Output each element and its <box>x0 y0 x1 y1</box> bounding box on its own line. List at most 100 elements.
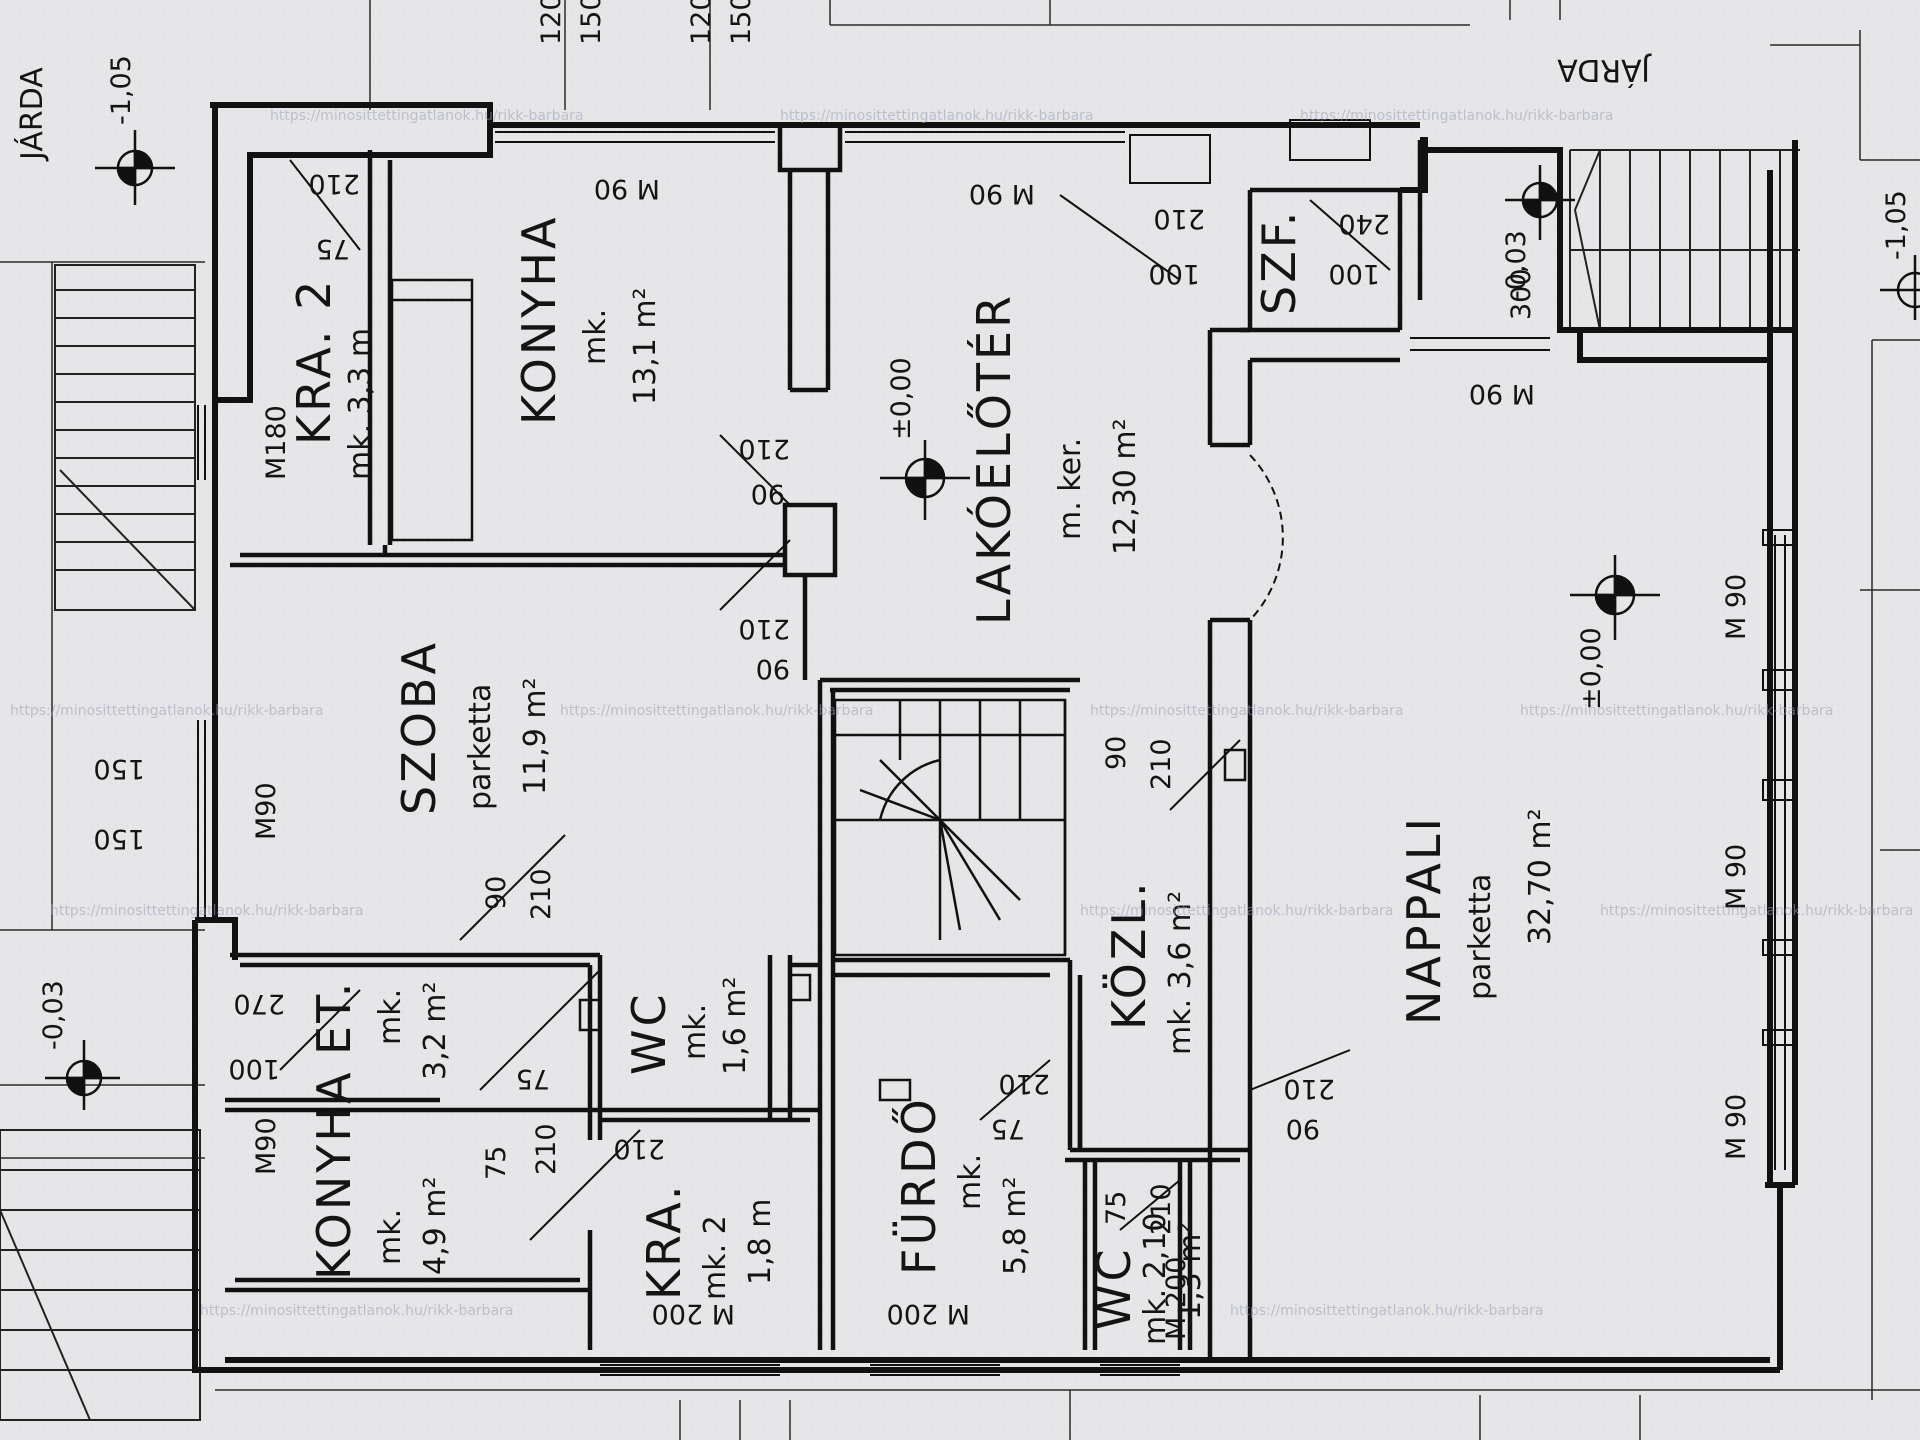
room-wc2-area: 1,3 m² <box>1173 1222 1208 1321</box>
room-kra1-name: KRA. <box>637 1182 691 1300</box>
level-hall: ±0,00 <box>886 357 917 440</box>
room-lakoeloter-area: 12,30 m² <box>1108 418 1143 555</box>
room-et-area: 3,2 m² <box>418 982 453 1081</box>
room-kra1-sub: mk. 2 <box>698 1215 733 1300</box>
labels: JÁRDA JÁRDA -1,05 -1,05 -0,03 -0,03 ±0,0… <box>10 0 1913 1345</box>
dim-210a: 210 <box>308 168 360 199</box>
dim-300: 300 <box>1506 268 1537 320</box>
dim-90d: 90 <box>1101 736 1132 770</box>
room-szoba-area: 11,9 m² <box>518 677 553 795</box>
exterior-stairs <box>0 149 1800 1421</box>
watermark-11: https://minosittettingatlanok.hu/rikk-ba… <box>200 1303 513 1319</box>
dim-150a: 150 <box>93 753 145 784</box>
watermark-7: https://minosittettingatlanok.hu/rikk-ba… <box>1520 703 1833 719</box>
watermark-4: https://minosittettingatlanok.hu/rikk-ba… <box>10 703 323 719</box>
room-konyha2-sub: mk. <box>373 1209 408 1265</box>
room-kra2-sub: mk. 3,3 m <box>343 328 378 480</box>
room-konyha-sub: mk. <box>578 309 613 365</box>
watermark-1: https://minosittettingatlanok.hu/rikk-ba… <box>270 108 583 124</box>
dim-210j: 210 <box>1146 1183 1177 1235</box>
dim-m200-1: M 200 <box>652 1298 735 1329</box>
watermark-8: https://minosittettingatlanok.hu/rikk-ba… <box>50 903 363 919</box>
room-konyha2-name: KONYHA <box>307 1070 361 1280</box>
dim-75c: 75 <box>481 1146 512 1180</box>
dim-75b: 75 <box>516 1063 550 1094</box>
dim-90e: 90 <box>1286 1113 1320 1144</box>
dim-90a: 90 <box>751 478 785 509</box>
dim-75e: 75 <box>1101 1191 1132 1225</box>
interior-walls <box>225 122 1423 1360</box>
interior-staircase <box>833 698 1067 957</box>
watermark-9: https://minosittettingatlanok.hu/rikk-ba… <box>1080 903 1393 919</box>
room-furdo-area: 5,8 m² <box>998 1177 1033 1276</box>
dim-m90-7: M 90 <box>1721 1094 1752 1160</box>
dim-100b: 100 <box>1148 258 1200 289</box>
watermark-12: https://minosittettingatlanok.hu/rikk-ba… <box>1230 1303 1543 1319</box>
watermark-2: https://minosittettingatlanok.hu/rikk-ba… <box>780 108 1093 124</box>
level-living: ±0,00 <box>1576 627 1607 710</box>
room-nappali-name: NAPPALI <box>1397 815 1451 1025</box>
room-kra2-name: KRA. 2 <box>287 278 341 445</box>
level-markers <box>45 130 1920 1110</box>
room-furdo-sub: mk. <box>953 1154 988 1210</box>
room-wc2-sub: mk. 2,10 <box>1138 1213 1173 1345</box>
dim-120a: 120 <box>536 0 567 45</box>
dim-m200-3: M 200 <box>1161 1257 1192 1340</box>
watermark-6: https://minosittettingatlanok.hu/rikk-ba… <box>1090 703 1403 719</box>
watermark-3: https://minosittettingatlanok.hu/rikk-ba… <box>1300 108 1613 124</box>
level-marker-topright <box>1880 255 1920 320</box>
dim-90c: 90 <box>481 876 512 910</box>
level-topleft: -1,05 <box>106 55 137 125</box>
room-kozl-sub: mk. 3,6 m² <box>1163 891 1198 1055</box>
room-et-sub: mk. <box>373 989 408 1045</box>
level-marker-topleft <box>95 130 175 205</box>
dim-210i: 210 <box>998 1068 1050 1099</box>
dim-270: 270 <box>233 988 285 1019</box>
dim-150d: 150 <box>726 0 757 45</box>
room-konyha-name: KONYHA <box>512 215 566 425</box>
room-nappali-area: 32,70 m² <box>1523 808 1558 945</box>
door-swings <box>279 159 1391 1241</box>
dim-210f: 210 <box>1146 738 1177 790</box>
dim-75d: 75 <box>991 1113 1025 1144</box>
outer-walls <box>192 102 1798 1373</box>
level-topmid: -0,03 <box>1501 230 1532 300</box>
label-jarda-right: JÁRDA <box>1557 52 1652 88</box>
level-marker-leftmid <box>45 1040 120 1110</box>
dim-210d: 210 <box>738 613 790 644</box>
room-et-name: ET. <box>307 980 361 1055</box>
dim-m90-3: M 90 <box>1469 378 1535 409</box>
dim-m90-6: M 90 <box>1721 844 1752 910</box>
level-leftmid: -0,03 <box>38 980 69 1050</box>
room-wc1-sub: mk. <box>678 1004 713 1060</box>
dim-90b: 90 <box>756 653 790 684</box>
fixtures <box>390 278 1247 1102</box>
watermark-5: https://minosittettingatlanok.hu/rikk-ba… <box>560 703 873 719</box>
room-szf-name: SZF. <box>1252 209 1306 315</box>
room-lakoeloter-name: LAKÓELŐTÉR <box>967 293 1021 625</box>
dim-m90-5: M 90 <box>1721 574 1752 640</box>
dim-210k: 210 <box>1283 1073 1335 1104</box>
dim-100d: 100 <box>228 1053 280 1084</box>
watermark-10: https://minosittettingatlanok.hu/rikk-ba… <box>1600 903 1913 919</box>
room-kra1-area: 1,8 m <box>743 1199 778 1285</box>
dim-120b: 120 <box>686 0 717 45</box>
dim-210c: 210 <box>738 433 790 464</box>
dim-100c: 100 <box>1328 258 1380 289</box>
room-wc1-area: 1,6 m² <box>718 977 753 1076</box>
level-marker-hall <box>880 440 970 520</box>
level-marker-topmid <box>1505 165 1575 240</box>
dim-210b: 210 <box>1153 203 1205 234</box>
room-lakoeloter-sub: m. ker. <box>1053 438 1088 540</box>
dim-150c: 150 <box>576 0 607 45</box>
room-konyha-area: 13,1 m² <box>628 287 663 405</box>
room-nappali-sub: parketta <box>1463 874 1498 1000</box>
dim-150b: 150 <box>93 823 145 854</box>
dim-m180: M180 <box>261 405 292 480</box>
room-wc1-name: WC <box>622 991 676 1075</box>
dim-210e: 210 <box>526 868 557 920</box>
dim-210g: 210 <box>531 1123 562 1175</box>
dim-210h: 210 <box>613 1133 665 1164</box>
